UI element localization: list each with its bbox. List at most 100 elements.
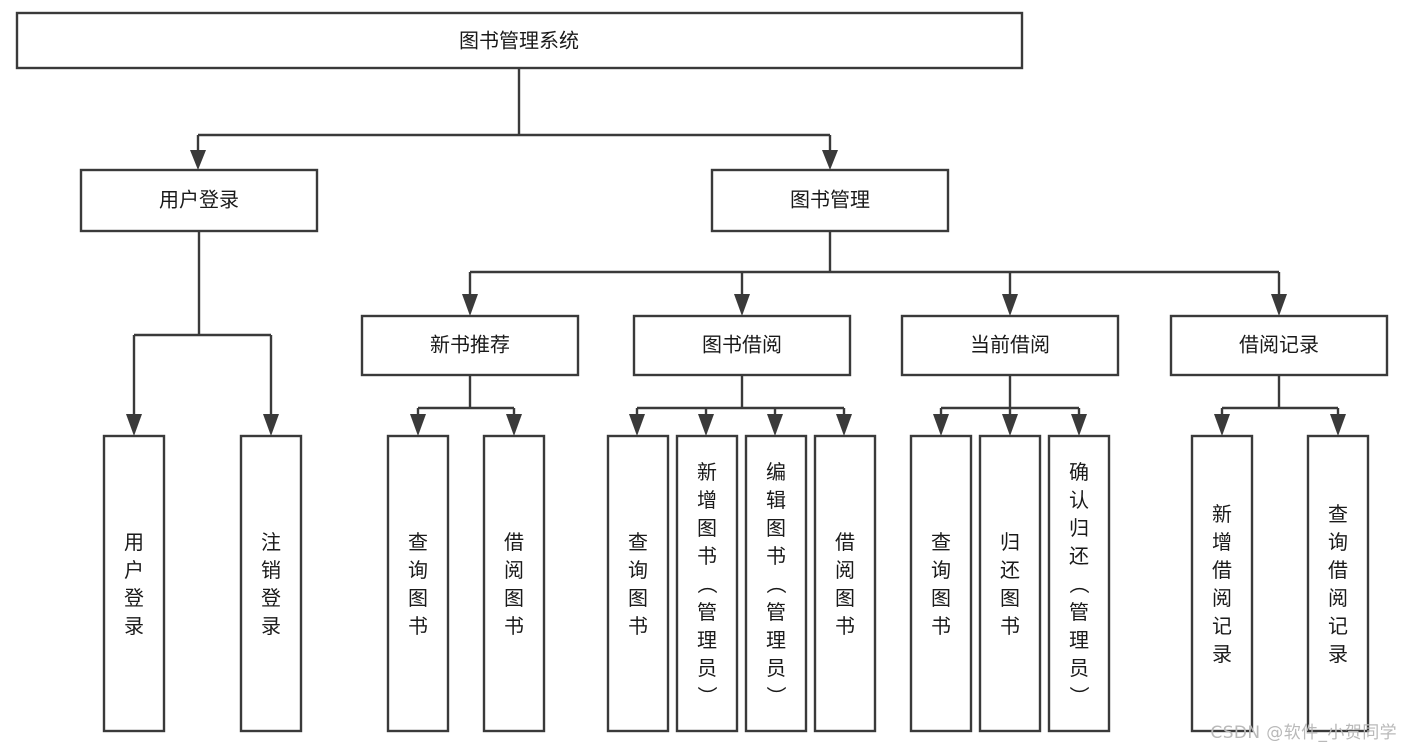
csdn-watermark: CSDN @软件_小贺同学 xyxy=(1210,723,1397,743)
svg-text:）: ） xyxy=(1067,686,1091,706)
svg-text:书: 书 xyxy=(931,614,951,638)
svg-text:）: ） xyxy=(764,686,788,706)
svg-text:登: 登 xyxy=(261,586,281,610)
svg-text:阅: 阅 xyxy=(1212,586,1232,610)
arrow-head-icon xyxy=(933,414,949,436)
node-user-login-label: 用户登录 xyxy=(159,188,239,212)
arrow-head-icon xyxy=(629,414,645,436)
svg-text:阅: 阅 xyxy=(835,558,855,582)
svg-text:管: 管 xyxy=(697,600,717,624)
leaf-box-return-book[interactable] xyxy=(978,434,1042,733)
svg-text:查: 查 xyxy=(408,530,428,554)
arrow-head-icon xyxy=(462,294,478,316)
svg-text:录: 录 xyxy=(261,614,281,638)
svg-text:增: 增 xyxy=(697,488,717,512)
svg-text:图: 图 xyxy=(504,586,524,610)
svg-text:图: 图 xyxy=(766,516,786,540)
leaf-node[interactable]: 用户登录 xyxy=(102,434,166,733)
leaf-box-add-book-admin[interactable] xyxy=(675,434,739,733)
svg-text:销: 销 xyxy=(261,558,281,582)
svg-text:管: 管 xyxy=(1069,600,1089,624)
leaf-box-logout[interactable] xyxy=(239,434,303,733)
svg-text:理: 理 xyxy=(697,628,717,652)
svg-text:理: 理 xyxy=(1069,628,1089,652)
svg-text:录: 录 xyxy=(124,614,144,638)
svg-text:图: 图 xyxy=(408,586,428,610)
svg-text:查: 查 xyxy=(1328,502,1348,526)
svg-text:员: 员 xyxy=(1069,656,1089,680)
svg-text:图: 图 xyxy=(931,586,951,610)
leaf-box-user-login[interactable] xyxy=(102,434,166,733)
leaf-box-query-book-3[interactable] xyxy=(909,434,973,733)
svg-text:借: 借 xyxy=(835,530,855,554)
node-book-management-label: 图书管理 xyxy=(790,188,870,212)
svg-text:户: 户 xyxy=(124,558,144,582)
node-root-label: 图书管理系统 xyxy=(459,29,579,53)
node-current-borrow-box[interactable] xyxy=(900,314,1120,377)
node-borrow-record[interactable]: 借阅记录 xyxy=(1169,314,1389,377)
svg-text:还: 还 xyxy=(1000,558,1020,582)
node-book-borrow[interactable]: 图书借阅 xyxy=(632,314,852,377)
node-root[interactable]: 图书管理系统 xyxy=(15,11,1024,70)
node-book-management[interactable]: 图书管理 xyxy=(710,168,950,233)
svg-text:（: （ xyxy=(1067,574,1091,594)
svg-text:增: 增 xyxy=(1212,530,1232,554)
svg-text:管: 管 xyxy=(766,600,786,624)
svg-text:图: 图 xyxy=(1000,586,1020,610)
node-borrow-record-box[interactable] xyxy=(1169,314,1389,377)
node-new-book-recommend-box[interactable] xyxy=(360,314,580,377)
leaf-box-borrow-book-1[interactable] xyxy=(482,434,546,733)
svg-text:还: 还 xyxy=(1069,544,1089,568)
node-borrow-record-label: 借阅记录 xyxy=(1239,333,1319,357)
svg-text:登: 登 xyxy=(124,586,144,610)
leaf-box-query-borrow-record[interactable] xyxy=(1306,434,1370,733)
node-user-login[interactable]: 用户登录 xyxy=(79,168,319,233)
arrow-head-icon xyxy=(698,414,714,436)
node-root-box[interactable] xyxy=(15,11,1024,70)
svg-text:）: ） xyxy=(695,686,719,706)
svg-text:员: 员 xyxy=(697,656,717,680)
svg-text:图: 图 xyxy=(835,586,855,610)
leaf-box-query-book-2[interactable] xyxy=(606,434,670,733)
svg-text:书: 书 xyxy=(835,614,855,638)
node-book-management-box[interactable] xyxy=(710,168,950,233)
svg-text:查: 查 xyxy=(931,530,951,554)
connector-layer xyxy=(126,68,1346,436)
leaf-box-confirm-return-admin[interactable] xyxy=(1047,434,1111,733)
svg-text:图: 图 xyxy=(697,516,717,540)
leaf-box-add-borrow-record[interactable] xyxy=(1190,434,1254,733)
node-book-borrow-box[interactable] xyxy=(632,314,852,377)
svg-text:归: 归 xyxy=(1069,516,1089,540)
svg-text:（: （ xyxy=(695,574,719,594)
leaf-box-borrow-book-2[interactable] xyxy=(813,434,877,733)
arrow-head-icon xyxy=(767,414,783,436)
svg-text:询: 询 xyxy=(931,558,951,582)
leaf-box-query-book-1[interactable] xyxy=(386,434,450,733)
leaf-box-edit-book-admin[interactable] xyxy=(744,434,808,733)
node-current-borrow[interactable]: 当前借阅 xyxy=(900,314,1120,377)
node-user-login-box[interactable] xyxy=(79,168,319,233)
node-new-book-recommend[interactable]: 新书推荐 xyxy=(360,314,580,377)
